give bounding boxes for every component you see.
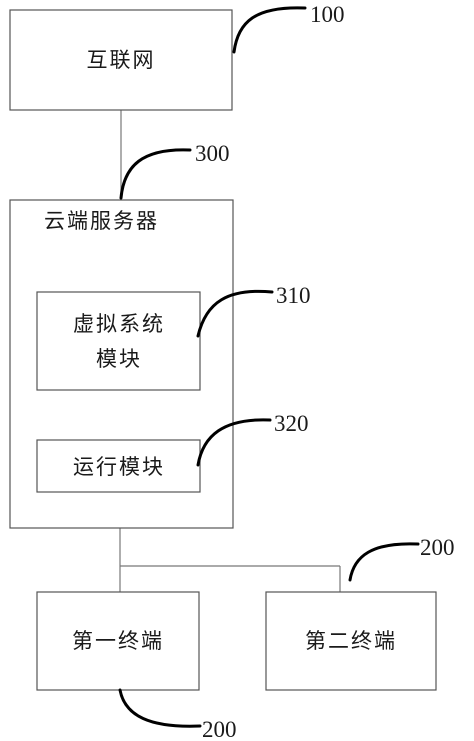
internet-label: 互联网: [87, 48, 156, 72]
run-module-label: 运行模块: [73, 455, 165, 479]
ref-310: 310: [276, 283, 311, 308]
leader-line-200-second: [348, 542, 420, 582]
cloud-server-label: 云端服务器: [44, 209, 159, 233]
leader-line-310: [196, 289, 274, 338]
virtual-system-module-box: [36, 291, 201, 391]
ref-320: 320: [274, 411, 309, 436]
first-terminal-label: 第一终端: [72, 629, 164, 653]
ref-200-second-terminal: 200: [420, 535, 455, 560]
ref-100: 100: [310, 2, 345, 27]
leader-line-100: [232, 6, 307, 54]
first-terminal-box: [36, 591, 200, 691]
leader-line-200-first: [118, 688, 202, 728]
second-terminal-label: 第二终端: [305, 629, 397, 653]
ref-200-first-terminal: 200: [202, 717, 237, 741]
virtual-system-module-label-line1: 虚拟系统: [73, 312, 165, 336]
internet-box: [9, 9, 233, 111]
ref-300: 300: [195, 141, 230, 166]
virtual-system-module-label-line2: 模块: [96, 347, 142, 371]
second-terminal-box: [265, 591, 437, 691]
leader-line-320: [196, 418, 272, 467]
leader-line-300: [119, 148, 192, 200]
run-module-box: [36, 439, 201, 493]
